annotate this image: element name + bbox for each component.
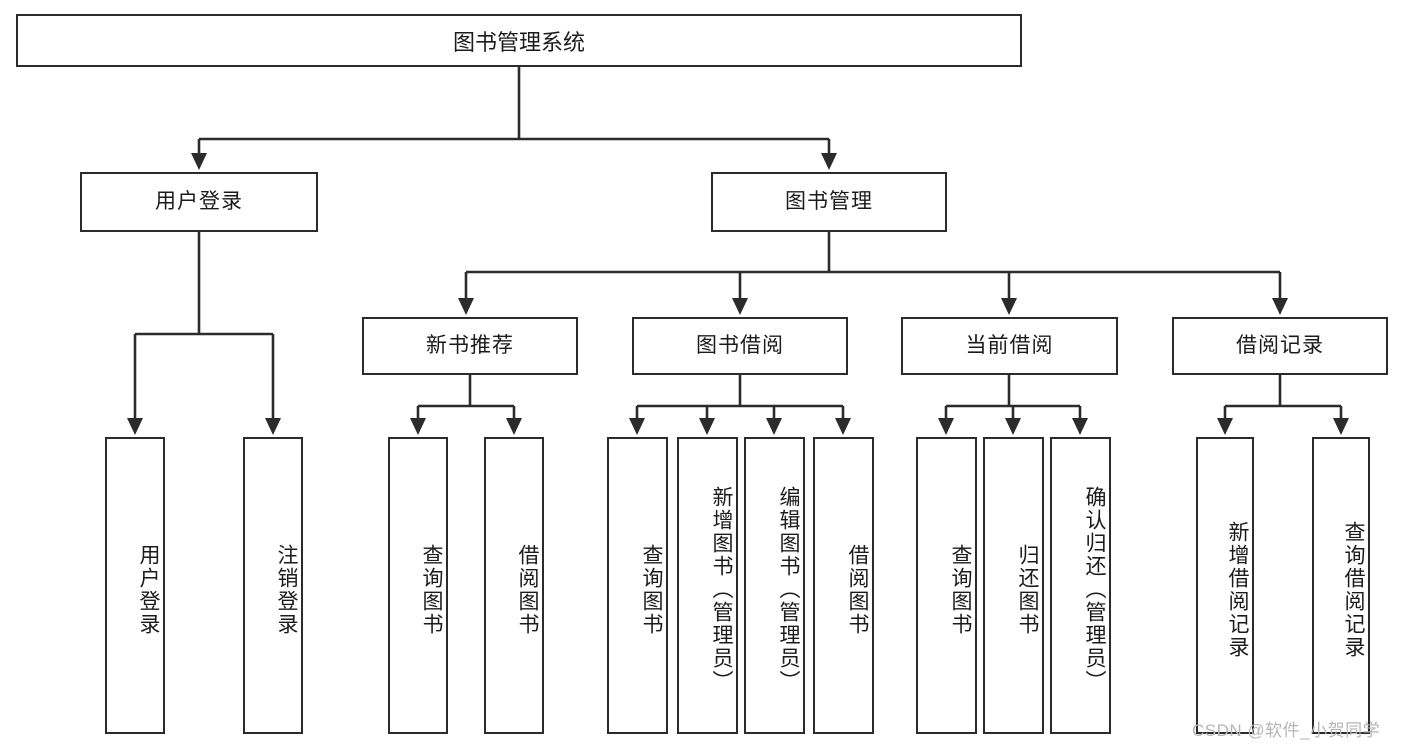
book-mgmt-drop-3-arrowhead-icon xyxy=(1272,298,1288,315)
leaf-user-login[interactable]: 用户登录 xyxy=(105,437,165,734)
node-book-management-module[interactable]: 图书管理 xyxy=(711,172,947,232)
record-drop-1-arrowhead-icon xyxy=(1333,418,1349,435)
node-label: 查询图书 xyxy=(420,543,443,636)
csdn-watermark: CSDN @软件_小贺同学 xyxy=(1192,721,1381,740)
leaf-add-borrow-record[interactable]: 新增借阅记录 xyxy=(1196,437,1254,734)
node-label: 归还图书 xyxy=(1016,543,1039,636)
node-label: 新增图书（管理员） xyxy=(710,486,733,693)
leaf-query-borrow-record[interactable]: 查询借阅记录 xyxy=(1312,437,1370,734)
node-label: 图书借阅 xyxy=(696,334,784,358)
leaf-edit-book-admin[interactable]: 编辑图书（管理员） xyxy=(744,437,805,734)
leaf-add-book-admin[interactable]: 新增图书（管理员） xyxy=(677,437,738,734)
node-label: 当前借阅 xyxy=(965,334,1054,358)
borrow-drop-1-arrowhead-icon xyxy=(699,418,715,435)
current-drop-2-arrowhead-icon xyxy=(1072,418,1088,435)
leaf-borrow-book[interactable]: 借阅图书 xyxy=(813,437,874,734)
current-drop-1-arrowhead-icon xyxy=(1005,418,1021,435)
node-label: 查询图书 xyxy=(640,543,663,636)
new-book-drop-1-arrowhead-icon xyxy=(506,418,522,435)
node-current-borrowing[interactable]: 当前借阅 xyxy=(901,317,1118,375)
borrow-drop-2-arrowhead-icon xyxy=(766,418,782,435)
node-label: 借阅图书 xyxy=(846,543,869,636)
root-drop-book-mgmt-arrowhead-icon xyxy=(821,153,837,170)
node-label: 用户登录 xyxy=(137,543,160,636)
current-drop-0-arrowhead-icon xyxy=(938,418,954,435)
book-mgmt-drop-1-arrowhead-icon xyxy=(732,298,748,315)
node-label: 图书管理系统 xyxy=(452,29,585,55)
leaf-borrow-book-new[interactable]: 借阅图书 xyxy=(484,437,544,734)
node-label: 图书管理 xyxy=(785,190,873,214)
new-book-drop-0-arrowhead-icon xyxy=(410,418,426,435)
book-mgmt-drop-0-arrowhead-icon xyxy=(458,298,474,315)
node-label: 借阅记录 xyxy=(1236,334,1324,358)
root-drop-user-login-arrowhead-icon xyxy=(191,153,207,170)
borrow-drop-0-arrowhead-icon xyxy=(629,418,645,435)
node-label: 注销登录 xyxy=(275,543,298,636)
node-book-management-system[interactable]: 图书管理系统 xyxy=(16,14,1022,67)
user-login-drop-0-arrowhead-icon xyxy=(127,418,143,435)
node-book-borrowing[interactable]: 图书借阅 xyxy=(632,317,848,375)
node-label: 编辑图书（管理员） xyxy=(777,486,800,693)
node-new-book-recommendation[interactable]: 新书推荐 xyxy=(362,317,578,375)
record-drop-0-arrowhead-icon xyxy=(1217,418,1233,435)
node-label: 新增借阅记录 xyxy=(1226,520,1249,659)
node-label: 借阅图书 xyxy=(516,543,539,636)
leaf-query-book-borrow[interactable]: 查询图书 xyxy=(607,437,668,734)
node-label: 查询图书 xyxy=(949,543,972,636)
leaf-logout[interactable]: 注销登录 xyxy=(243,437,303,734)
book-mgmt-drop-2-arrowhead-icon xyxy=(1001,298,1017,315)
leaf-return-book[interactable]: 归还图书 xyxy=(983,437,1044,734)
node-label: 用户登录 xyxy=(155,190,243,214)
node-label: 查询借阅记录 xyxy=(1342,520,1365,659)
node-user-login-module[interactable]: 用户登录 xyxy=(80,172,318,232)
leaf-query-book-current[interactable]: 查询图书 xyxy=(916,437,977,734)
node-borrowing-record[interactable]: 借阅记录 xyxy=(1172,317,1388,375)
user-login-drop-1-arrowhead-icon xyxy=(265,418,281,435)
leaf-query-book-new[interactable]: 查询图书 xyxy=(388,437,448,734)
borrow-drop-3-arrowhead-icon xyxy=(835,418,851,435)
node-label: 确认归还（管理员） xyxy=(1083,486,1106,693)
leaf-confirm-return-admin[interactable]: 确认归还（管理员） xyxy=(1050,437,1111,734)
node-label: 新书推荐 xyxy=(426,334,514,358)
